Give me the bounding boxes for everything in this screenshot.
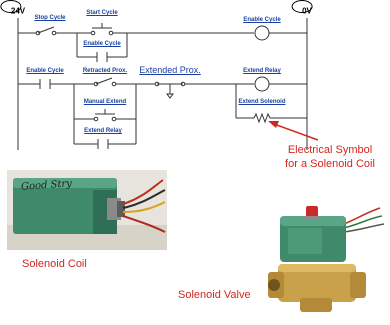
enable-cycle-branch-label: Enable Cycle (83, 41, 121, 47)
left-rail-label: 24V (0, 0, 25, 16)
enable-cycle-coil (254, 25, 270, 41)
enable-cycle-branch-contact (96, 52, 108, 62)
stop-cycle-contact (35, 26, 57, 36)
enable-cycle-contact (39, 79, 51, 89)
enable-cycle-contact-label: Enable Cycle (26, 68, 64, 74)
stop-cycle-label: Stop Cycle (34, 15, 66, 21)
solenoid-coil-symbol (253, 112, 271, 124)
solenoid-coil-photo: Good Stry (7, 170, 167, 250)
callout-text: Electrical Symbol for a Solenoid Coil (285, 144, 375, 170)
right-rail-label: 0V (291, 0, 313, 16)
extend-relay-coil-label: Extend Relay (243, 68, 281, 74)
manual-extend-label: Manual Extend (83, 99, 127, 105)
start-cycle-pushbutton (90, 23, 114, 36)
extend-relay-coil (254, 76, 270, 92)
start-cycle-label: Start Cycle (86, 10, 118, 16)
extend-solenoid-label: Extend Solenoid (238, 99, 286, 105)
extended-prox-label: Extended Prox. (139, 65, 201, 75)
callout-arrow (268, 121, 319, 141)
enable-cycle-coil-label: Enable Cycle (243, 17, 281, 23)
rail-label-oval (291, 0, 313, 13)
rail-label-oval (0, 0, 22, 13)
retracted-prox-label: Retracted Prox. (82, 68, 128, 74)
retracted-prox-switch (93, 77, 117, 87)
solenoid-valve-caption: Solenoid Valve (178, 289, 251, 301)
solenoid-valve-photo (268, 198, 386, 320)
extend-relay-branch-label: Extend Relay (84, 128, 122, 134)
solenoid-coil-caption: Solenoid Coil (22, 258, 87, 270)
extend-relay-branch-contact (97, 139, 109, 149)
manual-extend-pushbutton (93, 109, 117, 122)
extended-prox-switch (154, 81, 186, 99)
